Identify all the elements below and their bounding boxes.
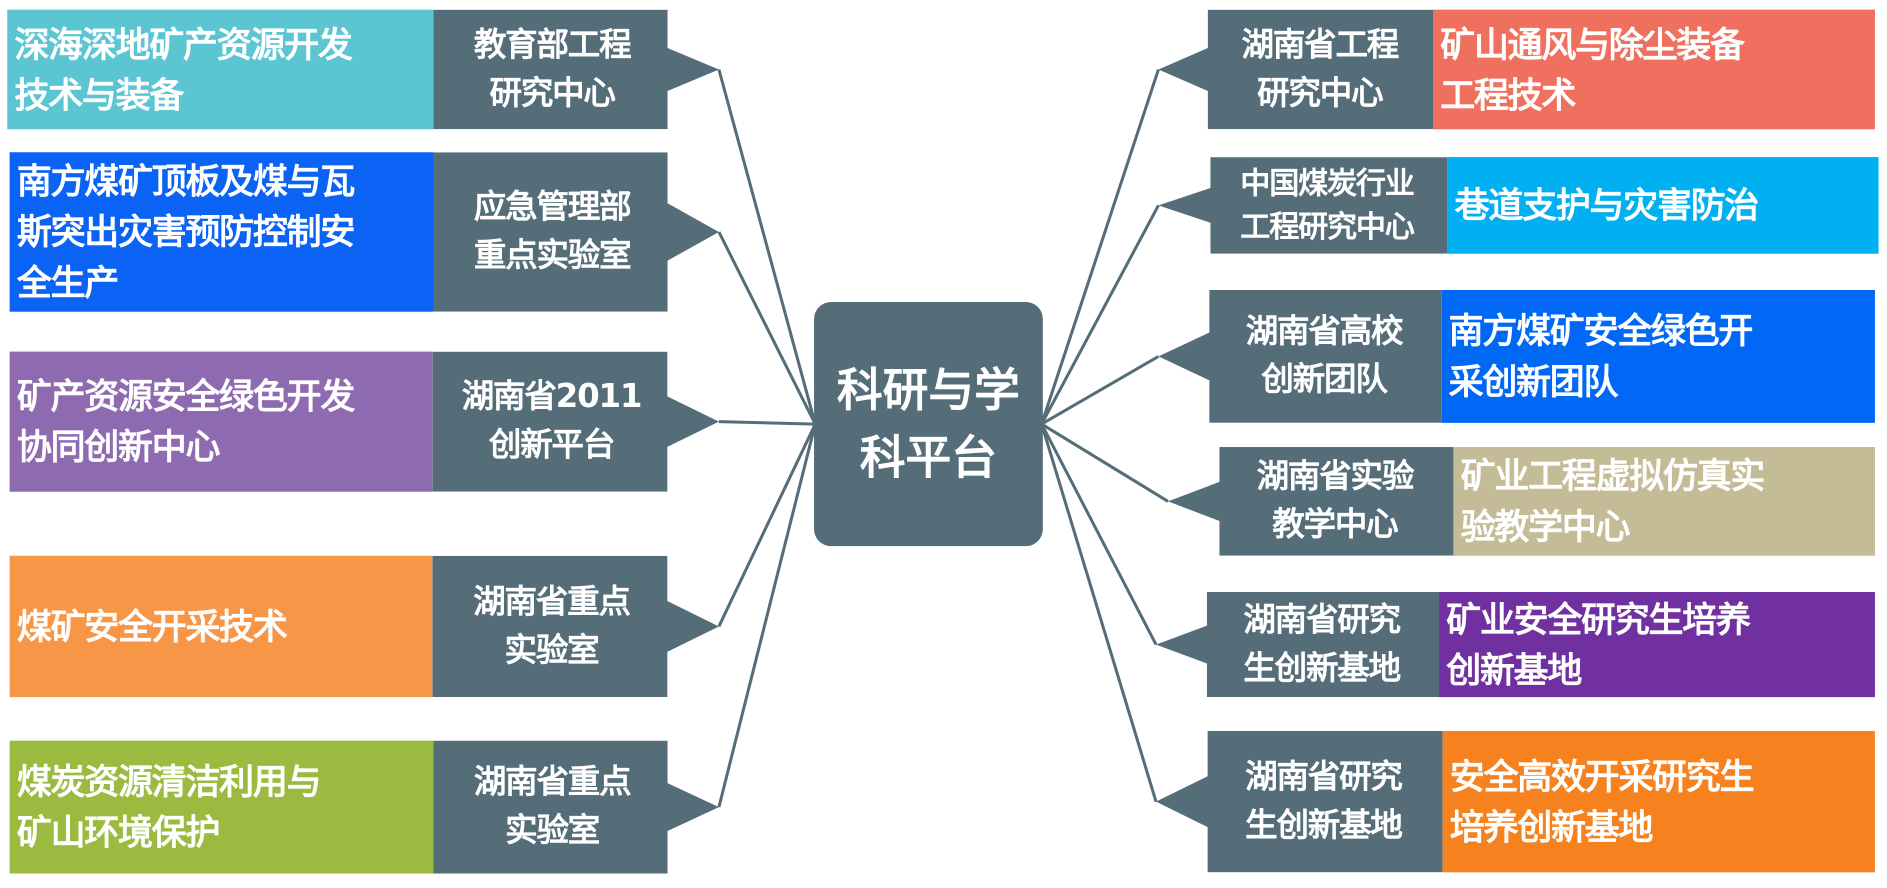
left-node: 矿产资源安全绿色开发 协同创新中心 湖南省2011 创新平台 <box>9 351 719 492</box>
connector-line <box>1040 422 1169 503</box>
topic-box: 矿产资源安全绿色开发 协同创新中心 <box>9 351 433 492</box>
connector-line <box>718 420 816 426</box>
platform-label: 湖南省研究 生创新基地 <box>1243 601 1401 687</box>
platform-box: 湖南省重点 实验室 <box>432 555 719 698</box>
platform-label: 湖南省重点 实验室 <box>473 763 632 850</box>
left-node: 南方煤矿顶板及煤与瓦 斯突出灾害预防控制安 全生产 应急管理部 重点实验室 <box>9 152 719 312</box>
topic-box: 煤炭资源清洁利用与 矿山环境保护 <box>9 740 434 874</box>
connector-line <box>1040 423 1158 646</box>
topic-box: 深海深地矿产资源开发 技术与装备 <box>7 9 434 130</box>
platform-label: 湖南省实验 教学中心 <box>1256 457 1415 544</box>
topic-label: 安全高效开采研究生 培养创新基地 <box>1449 755 1755 848</box>
platform-box: 湖南省2011 创新平台 <box>432 351 719 492</box>
connector-line <box>717 423 817 808</box>
platform-label: 应急管理部 重点实验室 <box>473 188 632 275</box>
topic-label: 矿业安全研究生培养 创新基地 <box>1446 598 1751 691</box>
platform-label: 湖南省高校 创新团队 <box>1245 312 1404 399</box>
center-label: 科研与学 科平台 <box>836 363 1020 485</box>
right-node: 湖南省研究 生创新基地 矿业安全研究生培养 创新基地 <box>1156 592 1875 698</box>
right-node: 湖南省工程 研究中心 矿山通风与除尘装备 工程技术 <box>1158 9 1875 130</box>
left-node: 煤炭资源清洁利用与 矿山环境保护 湖南省重点 实验室 <box>9 740 719 874</box>
topic-label: 巷道支护与灾害防治 <box>1454 184 1760 226</box>
topic-box: 矿业安全研究生培养 创新基地 <box>1439 592 1875 698</box>
platform-label: 湖南省2011 创新平台 <box>461 378 643 464</box>
topic-box: 南方煤矿顶板及煤与瓦 斯突出灾害预防控制安 全生产 <box>9 152 434 312</box>
left-node: 深海深地矿产资源开发 技术与装备 教育部工程 研究中心 <box>7 9 719 130</box>
platform-box: 湖南省高校 创新团队 <box>1158 289 1442 423</box>
platform-box: 湖南省研究 生创新基地 <box>1156 592 1440 698</box>
platform-label: 湖南省重点 实验室 <box>473 582 631 669</box>
left-node: 煤矿安全开采技术 湖南省重点 实验室 <box>9 555 719 698</box>
topic-box: 巷道支护与灾害防治 <box>1447 157 1879 254</box>
topic-box: 安全高效开采研究生 培养创新基地 <box>1442 730 1875 873</box>
right-node: 湖南省研究 生创新基地 安全高效开采研究生 培养创新基地 <box>1156 730 1875 873</box>
platform-box: 湖南省实验 教学中心 <box>1168 447 1454 556</box>
topic-label: 煤矿安全开采技术 <box>16 605 288 647</box>
connector-line <box>717 69 817 425</box>
connector-line <box>1040 68 1160 425</box>
platform-box: 应急管理部 重点实验室 <box>433 152 719 312</box>
connector-line <box>717 231 817 425</box>
topic-label: 矿山通风与除尘装备 工程技术 <box>1440 23 1745 116</box>
platform-label: 中国煤炭行业 工程研究中心 <box>1240 165 1415 245</box>
topic-label: 深海深地矿产资源开发 技术与装备 <box>14 23 352 116</box>
platform-box: 中国煤炭行业 工程研究中心 <box>1158 157 1448 254</box>
topic-box: 矿业工程虚拟仿真实 验教学中心 <box>1453 447 1875 556</box>
platform-label: 湖南省工程 研究中心 <box>1241 25 1400 112</box>
platform-box: 教育部工程 研究中心 <box>433 9 719 130</box>
topic-label: 南方煤矿顶板及煤与瓦 斯突出灾害预防控制安 全生产 <box>16 160 355 304</box>
connector-line <box>1040 355 1160 426</box>
right-node: 湖南省实验 教学中心 矿业工程虚拟仿真实 验教学中心 <box>1168 447 1875 556</box>
center-node: 科研与学 科平台 <box>814 302 1043 547</box>
topic-label: 矿产资源安全绿色开发 协同创新中心 <box>16 375 355 468</box>
topic-box: 矿山通风与除尘装备 工程技术 <box>1432 9 1875 130</box>
platform-box: 湖南省重点 实验室 <box>433 740 719 874</box>
connector-line <box>717 423 817 628</box>
topic-label: 煤炭资源清洁利用与 矿山环境保护 <box>16 761 322 853</box>
connector-line <box>1040 423 1158 803</box>
platform-box: 湖南省工程 研究中心 <box>1158 9 1433 130</box>
topic-box: 煤矿安全开采技术 <box>9 555 433 698</box>
right-node: 中国煤炭行业 工程研究中心 巷道支护与灾害防治 <box>1158 157 1879 254</box>
topic-label: 矿业工程虚拟仿真实 验教学中心 <box>1460 455 1766 548</box>
topic-label: 南方煤矿安全绿色开 采创新团队 <box>1448 310 1754 403</box>
connector-line <box>1040 204 1160 425</box>
platform-label: 湖南省研究 生创新基地 <box>1245 758 1403 844</box>
platform-box: 湖南省研究 生创新基地 <box>1156 730 1443 873</box>
platform-label: 教育部工程 研究中心 <box>473 25 632 112</box>
right-node: 湖南省高校 创新团队 南方煤矿安全绿色开 采创新团队 <box>1158 289 1875 423</box>
topic-box: 南方煤矿安全绿色开 采创新团队 <box>1441 289 1875 423</box>
